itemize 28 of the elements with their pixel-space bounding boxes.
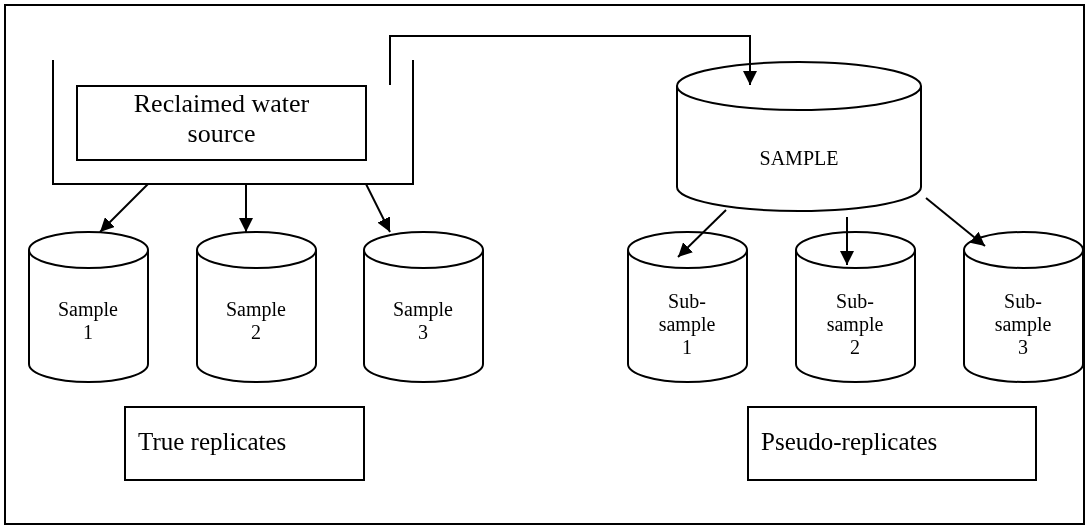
node-text: SAMPLE: [758, 147, 840, 170]
node-text: Sub-sample 3: [993, 290, 1053, 359]
open-tank: [52, 60, 414, 185]
subsample-cylinder: [795, 232, 916, 383]
node-text: Sample 3: [392, 298, 454, 344]
sample-cylinder: [196, 232, 317, 383]
node-text: Sample 1: [57, 298, 119, 344]
source-box: [76, 85, 367, 161]
arrow: [840, 216, 854, 266]
arrow: [239, 183, 253, 233]
node-text: Pseudo-replicates: [761, 428, 939, 457]
node-text: True replicates: [138, 428, 288, 457]
label-box: [124, 406, 365, 481]
arrow: [389, 35, 757, 86]
sample-cylinder: [363, 232, 484, 383]
arrow: [677, 209, 727, 258]
label-box: [747, 406, 1037, 481]
arrow: [925, 197, 986, 247]
subsample-cylinder: [627, 232, 748, 383]
arrow: [365, 183, 391, 233]
arrow: [99, 183, 149, 233]
sample-cylinder: [28, 232, 149, 383]
subsample-cylinder: [963, 232, 1084, 383]
sample-cylinder: [676, 62, 922, 212]
node-text: Sub-sample 1: [657, 290, 717, 359]
node-text: Sub-sample 2: [825, 290, 885, 359]
node-text: Sample 2: [225, 298, 287, 344]
node-text: Reclaimed water source: [132, 89, 311, 149]
